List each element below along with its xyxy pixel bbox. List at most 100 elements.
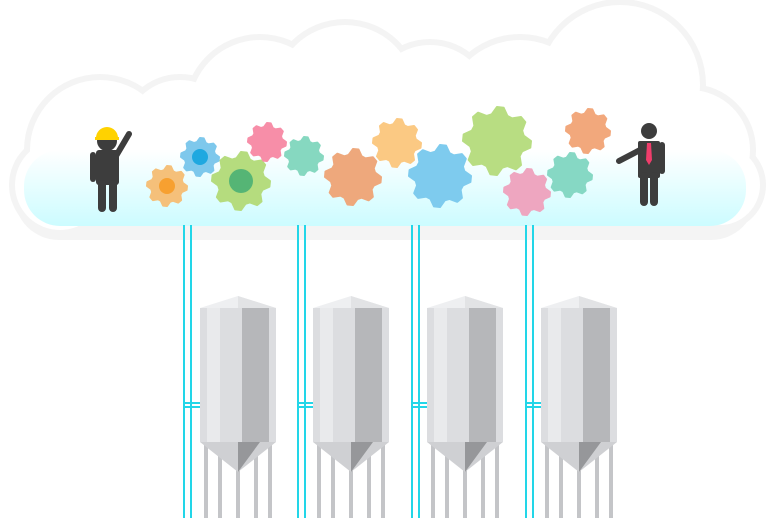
silo-leg xyxy=(463,440,467,518)
pipe-connector xyxy=(299,406,315,408)
pipe-line xyxy=(304,225,306,518)
gear-body xyxy=(284,136,324,176)
pipe-connector xyxy=(413,402,429,404)
silo-panel xyxy=(561,308,583,442)
silo-leg xyxy=(204,440,208,518)
gear-body xyxy=(462,106,532,176)
worker-leg xyxy=(109,180,117,212)
silo-leg xyxy=(317,440,321,518)
silo-roof-shade xyxy=(238,296,276,308)
silo-leg xyxy=(268,440,272,518)
gear-body xyxy=(503,168,551,216)
peach-gear-icon xyxy=(565,108,611,154)
pipe-connector xyxy=(299,402,315,404)
businessman-leg xyxy=(650,172,658,206)
silo-panel xyxy=(220,308,242,442)
tie-icon xyxy=(646,143,652,165)
businessman-head xyxy=(641,123,657,139)
cloud-band xyxy=(24,150,746,226)
silo-panel xyxy=(313,308,320,442)
blue-gear-icon xyxy=(180,137,220,177)
silos xyxy=(200,296,617,518)
pipe-connector xyxy=(185,406,201,408)
worker-raised-arm xyxy=(113,131,132,159)
silo-panel xyxy=(242,308,269,442)
silo-leg xyxy=(481,440,485,518)
pipe-line xyxy=(411,225,413,518)
silo-leg xyxy=(431,440,435,518)
silo-leg xyxy=(609,440,613,518)
salmon-gear-icon xyxy=(324,148,382,206)
gear-hub xyxy=(192,149,208,165)
silo-leg xyxy=(577,440,581,518)
pipe-connector xyxy=(185,402,201,404)
gear-body xyxy=(247,122,287,162)
orange-gear-icon xyxy=(146,165,188,207)
silo xyxy=(541,296,617,518)
gear-hub xyxy=(229,169,253,193)
silo-hopper-shade xyxy=(238,442,260,472)
pipe-connector xyxy=(527,402,543,404)
silo-hopper-shade xyxy=(351,442,373,472)
silo-leg xyxy=(331,440,335,518)
silo-panel xyxy=(610,308,617,442)
gear-body xyxy=(565,108,611,154)
silo-panel xyxy=(583,308,610,442)
yellow-gear-icon xyxy=(372,118,422,168)
silo-panel xyxy=(269,308,276,442)
pipe-line xyxy=(532,225,534,518)
silo-leg xyxy=(445,440,449,518)
worker-leg xyxy=(98,180,106,212)
gear-body xyxy=(547,152,593,198)
silo-panel xyxy=(333,308,355,442)
helmet-icon xyxy=(96,127,118,138)
silo-panel xyxy=(427,308,434,442)
silo-panel xyxy=(541,308,548,442)
silo-leg xyxy=(381,440,385,518)
silo-panel xyxy=(496,308,503,442)
silo-leg xyxy=(559,440,563,518)
silo-roof-shade xyxy=(351,296,389,308)
silo-panel xyxy=(382,308,389,442)
sky-gear-icon xyxy=(408,144,472,208)
silo xyxy=(313,296,389,518)
mint-gear-icon xyxy=(547,152,593,198)
silo-panel xyxy=(548,308,561,442)
silo-panel xyxy=(469,308,496,442)
pipe-line xyxy=(418,225,420,518)
silo-panel xyxy=(320,308,333,442)
businessman-icon xyxy=(616,123,665,206)
pipe-line xyxy=(297,225,299,518)
worker-arm xyxy=(90,152,96,182)
silo-panel xyxy=(447,308,469,442)
pipe-line xyxy=(183,225,185,518)
gear-body xyxy=(408,144,472,208)
rose-gear-icon xyxy=(503,168,551,216)
gear-body xyxy=(372,118,422,168)
worker-torso xyxy=(96,150,119,185)
helmet-brim xyxy=(95,137,119,140)
silo-panel xyxy=(200,308,207,442)
worker-with-helmet-icon xyxy=(90,127,132,212)
silo xyxy=(427,296,503,518)
pipe-line xyxy=(525,225,527,518)
silo-leg xyxy=(495,440,499,518)
teal-gear-icon xyxy=(284,136,324,176)
gears xyxy=(146,106,611,216)
silo xyxy=(200,296,276,518)
silo-leg xyxy=(595,440,599,518)
pipe-line xyxy=(190,225,192,518)
lime-gear-icon xyxy=(462,106,532,176)
silo-panel xyxy=(207,308,220,442)
pipe-connector xyxy=(527,406,543,408)
silo-panel xyxy=(355,308,382,442)
silo-leg xyxy=(218,440,222,518)
silo-roof-shade xyxy=(465,296,503,308)
silo-hopper-shade xyxy=(465,442,487,472)
businessman-arm xyxy=(659,142,665,174)
silo-hopper-shade xyxy=(579,442,601,472)
businessman-leg xyxy=(640,172,648,206)
silo-leg xyxy=(254,440,258,518)
silo-leg xyxy=(545,440,549,518)
pink-gear-icon xyxy=(247,122,287,162)
